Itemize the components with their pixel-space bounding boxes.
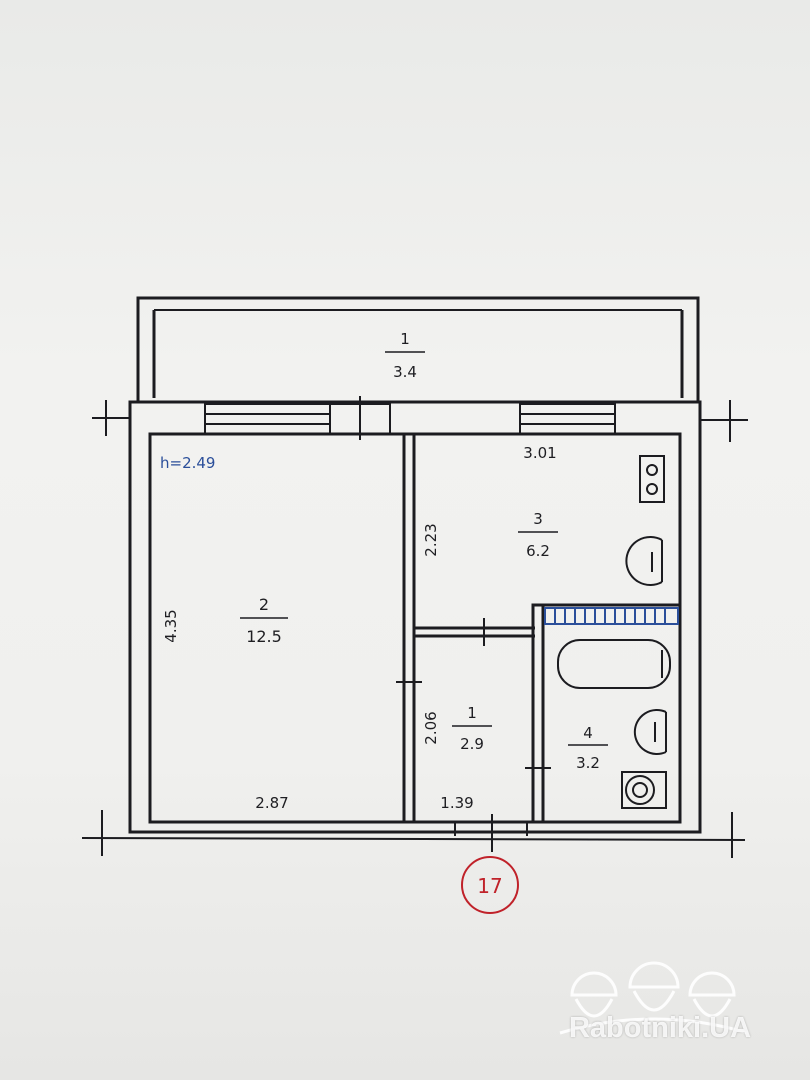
axis-line-lower — [81, 837, 746, 841]
room-area: 3.2 — [576, 754, 600, 772]
dimension-room1-width: 1.39 — [440, 794, 473, 812]
kitchen-sink-icon — [625, 536, 663, 586]
room4-label: 4 3.2 — [568, 724, 608, 772]
dimension-room2-height: 4.35 — [162, 609, 180, 642]
room-area: 2.9 — [460, 735, 484, 753]
room-area: 12.5 — [246, 627, 282, 646]
dimension-room2-width: 2.87 — [255, 794, 288, 812]
window-right — [519, 403, 616, 435]
three-hardhat-workers-logo — [559, 961, 749, 1035]
room-number: 2 — [259, 595, 269, 614]
partition-room2-room3 — [402, 432, 416, 824]
stove-icon — [639, 455, 665, 503]
dimension-room1-height: 2.06 — [422, 711, 440, 744]
window-left — [204, 403, 331, 435]
room3-label: 3 6.2 — [518, 510, 558, 560]
balcony-door — [329, 396, 391, 440]
dimension-room3-height: 2.23 — [422, 523, 440, 556]
balcony-outline — [136, 296, 700, 404]
ceiling-height-label: h=2.49 — [160, 454, 215, 472]
room-area: 6.2 — [526, 542, 550, 560]
room1-label: 1 2.9 — [452, 704, 492, 753]
bathtub-icon — [557, 639, 671, 689]
room-number: 3 — [533, 510, 543, 528]
washbasin-icon — [633, 709, 667, 755]
radiator-icon — [544, 607, 679, 625]
room-area: 3.4 — [393, 363, 417, 381]
axis-marker-circle — [461, 856, 519, 914]
toilet-icon — [621, 771, 667, 809]
room-number: 1 — [467, 704, 477, 722]
balcony-label: 1 3.4 — [385, 330, 425, 381]
watermark-text: Rabotniki.UA — [568, 1012, 752, 1044]
room2-label: 2 12.5 — [240, 595, 288, 646]
dimension-room3-width: 3.01 — [523, 444, 556, 462]
partition-room1-room4 — [531, 603, 545, 824]
room-number: 1 — [400, 330, 410, 348]
axis-label: 17 — [477, 874, 502, 898]
room-number: 4 — [583, 724, 593, 742]
apartment-outer-wall — [128, 400, 702, 834]
